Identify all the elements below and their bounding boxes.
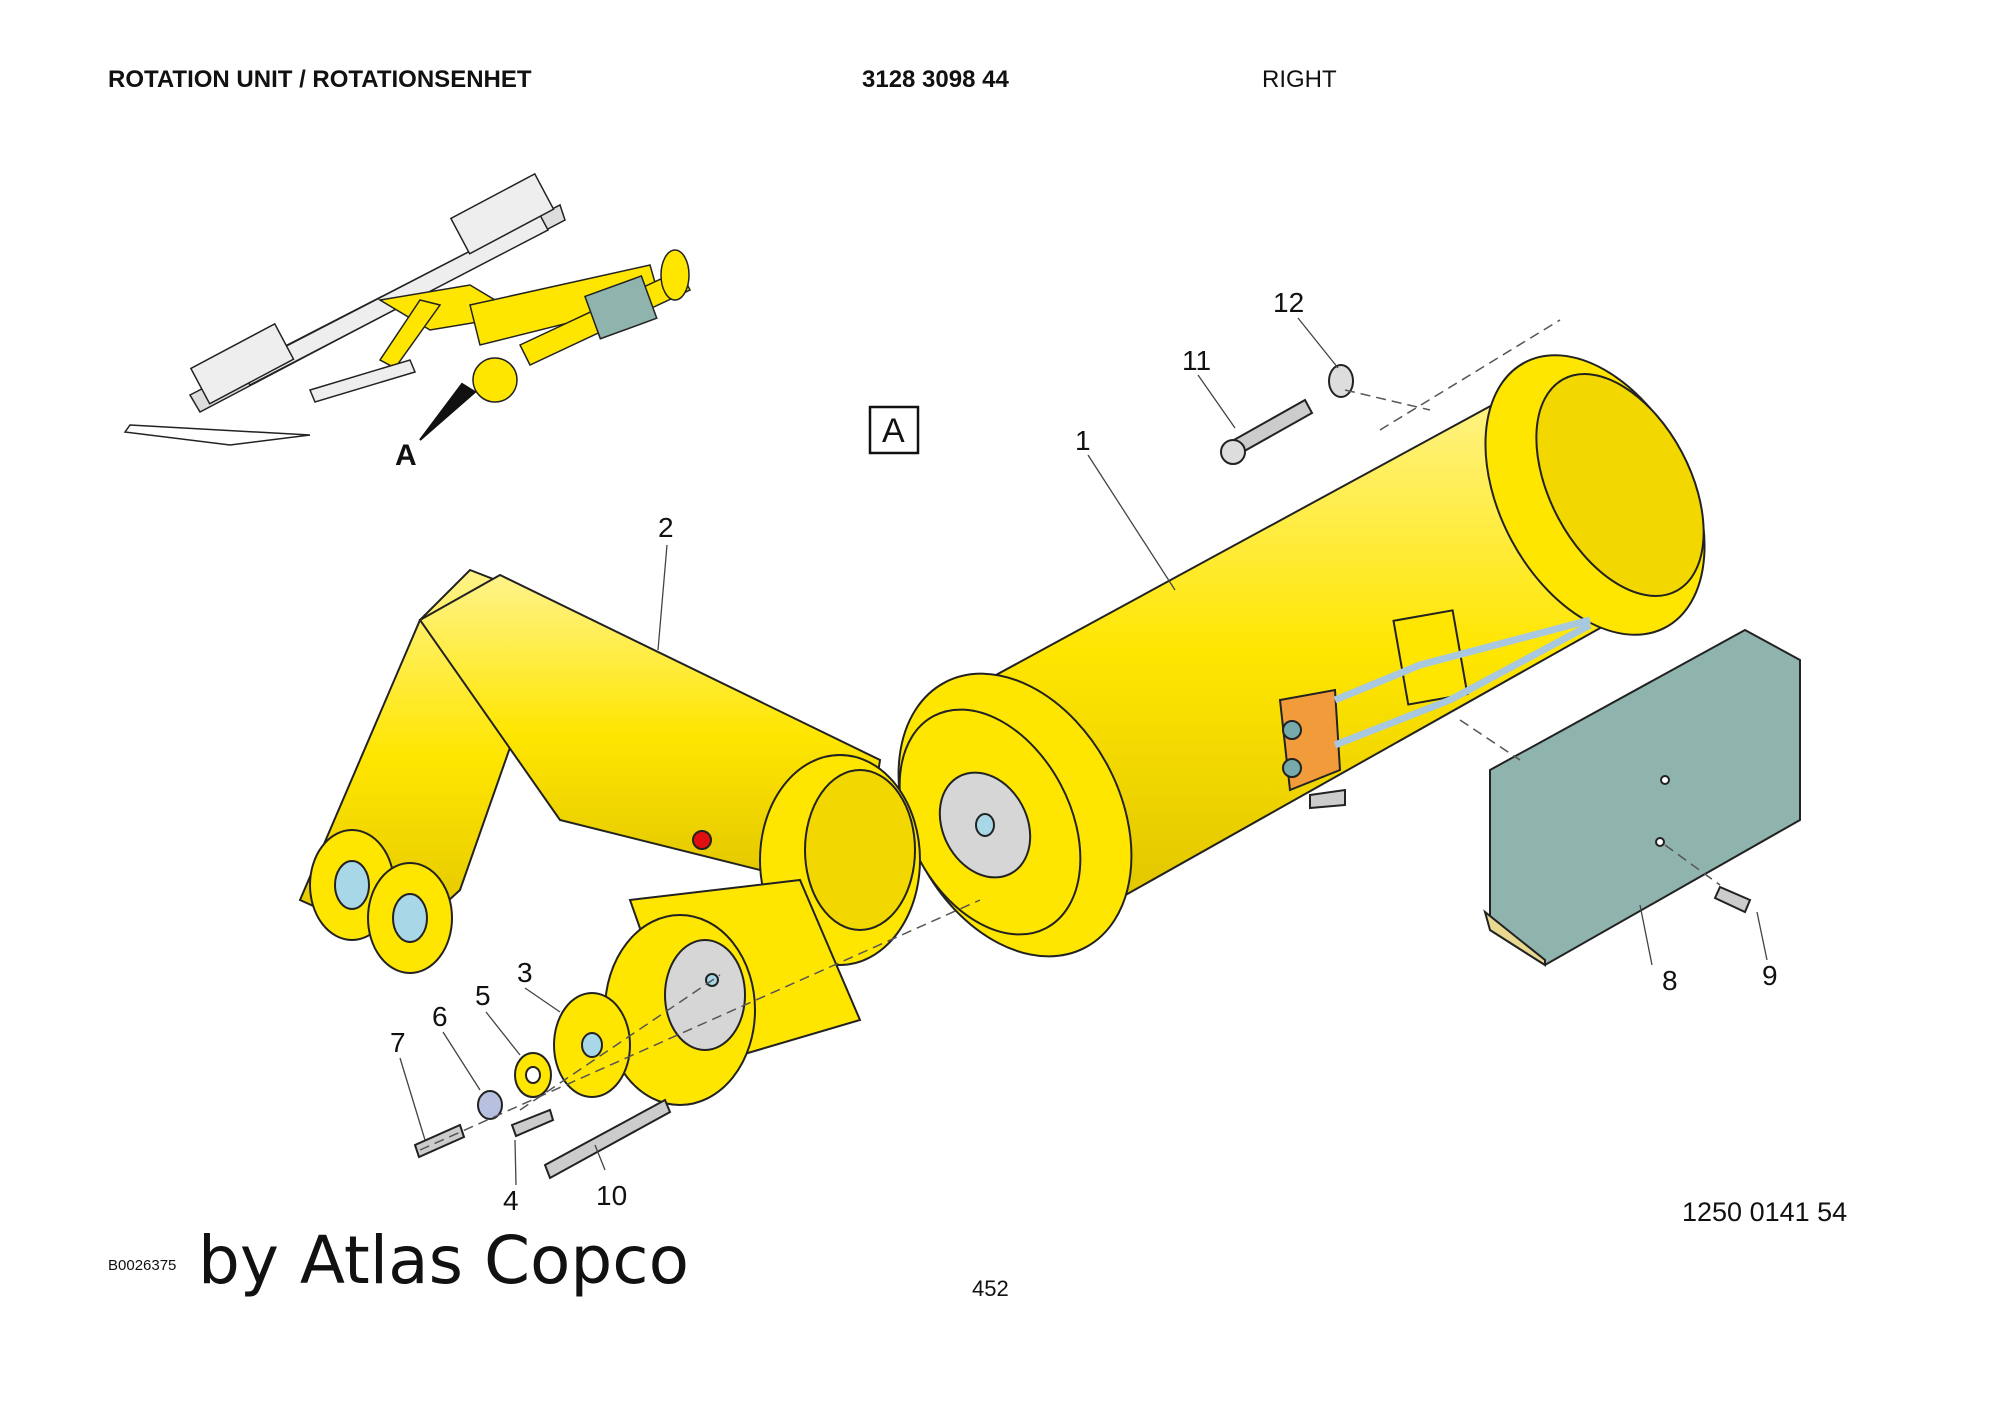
leader-lines: [399, 317, 1768, 1186]
part-10-bolt: [543, 1098, 672, 1180]
part-4-screw: [510, 1108, 555, 1138]
figure-id: B0026375: [108, 1257, 177, 1274]
callout-7: 7: [390, 1027, 406, 1058]
valve-block: [1278, 616, 1592, 810]
callout-1: 1: [1075, 425, 1091, 456]
part-12-washer: [1328, 364, 1354, 398]
side-label: RIGHT: [1262, 66, 1337, 93]
overview-sketch: [123, 172, 692, 446]
callout-2: 2: [658, 512, 674, 543]
callout-3: 3: [517, 957, 533, 988]
small-parts: [413, 364, 1752, 1180]
callout-5: 5: [475, 980, 491, 1011]
drawing-number: 1250 0141 54: [1682, 1197, 1848, 1227]
callout-8: 8: [1662, 965, 1678, 996]
overview-marker-label: A: [395, 439, 417, 472]
page-title: ROTATION UNIT / ROTATIONSENHET: [108, 66, 532, 93]
watermark-text: by Atlas Copco: [198, 1222, 689, 1299]
callout-4: 4: [503, 1185, 519, 1216]
part-8-cover: [1483, 628, 1801, 967]
part-9-screw: [1713, 885, 1752, 914]
part-6-bushing: [477, 1090, 503, 1120]
callout-11: 11: [1182, 345, 1211, 376]
callout-9: 9: [1762, 960, 1778, 991]
assembly-lines: [419, 319, 1721, 1151]
callout-10: 10: [596, 1180, 627, 1211]
part-number: 3128 3098 44: [862, 66, 1009, 93]
overview-pointer-arrow: [419, 382, 477, 441]
callout-6: 6: [432, 1001, 448, 1032]
view-label-box: [868, 405, 920, 455]
part-1-rotation-cylinder: [897, 354, 1706, 958]
callout-12: 12: [1273, 287, 1304, 318]
page-number: 452: [972, 1276, 1009, 1301]
part-2-arm-housing: [298, 568, 921, 1106]
view-label: A: [882, 412, 905, 450]
